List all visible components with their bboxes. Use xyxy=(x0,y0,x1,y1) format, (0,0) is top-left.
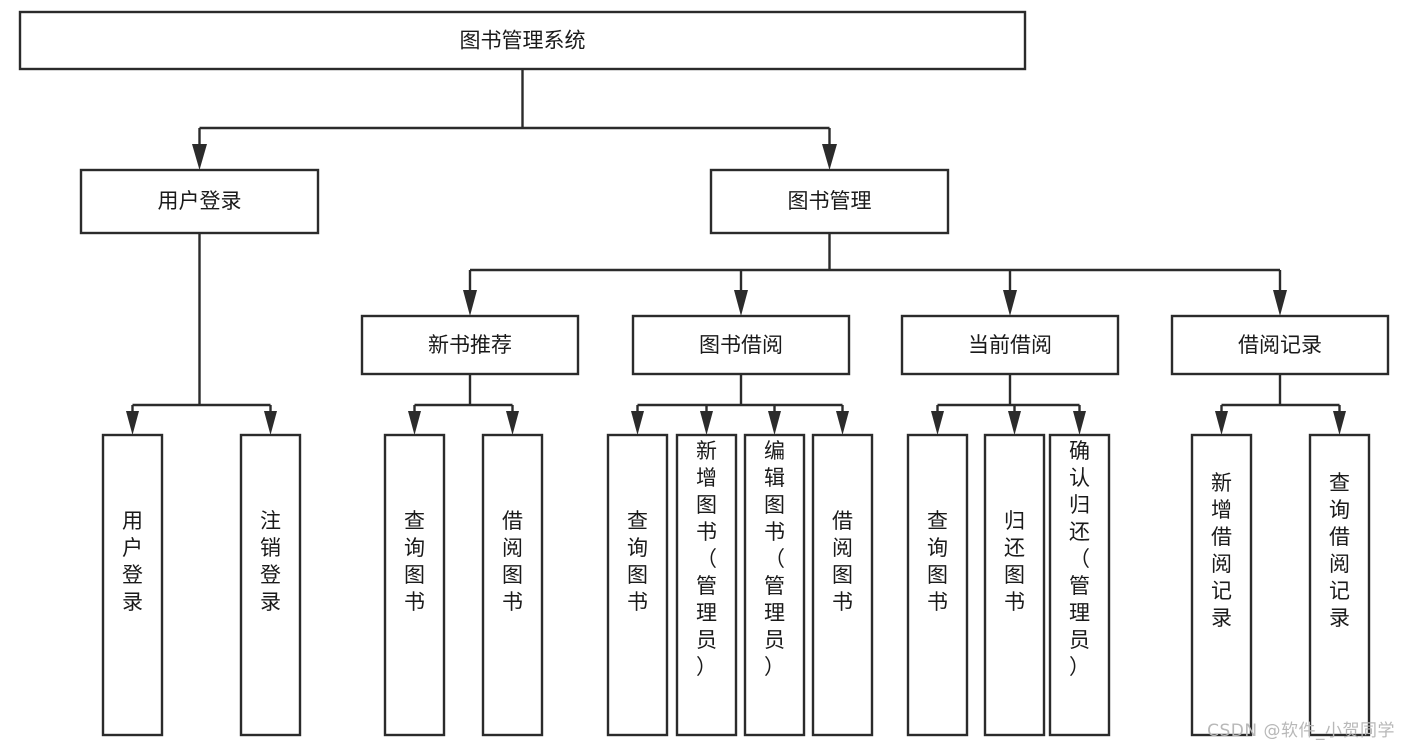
node-leaf-edit-book[interactable]: 编辑图书（管理员） xyxy=(743,433,806,737)
node-leaf-add-book-box[interactable] xyxy=(675,433,738,737)
node-leaf-user-login-box[interactable] xyxy=(101,433,164,737)
arrow-head-leaf-logout xyxy=(264,411,277,435)
node-root-label: 图书管理系统 xyxy=(460,29,586,53)
node-new-book-recommend-box[interactable] xyxy=(360,314,580,376)
node-leaf-user-login[interactable]: 用户登录 xyxy=(101,433,164,737)
node-book-borrow[interactable]: 图书借阅 xyxy=(631,314,851,376)
arrow-head-leaf-edit-book xyxy=(768,411,781,435)
node-leaf-logout-box[interactable] xyxy=(239,433,302,737)
node-leaf-edit-book-label: 编辑图书（管理员） xyxy=(764,439,785,679)
node-new-book-recommend-label: 新书推荐 xyxy=(428,333,512,357)
node-root-box[interactable] xyxy=(18,10,1027,71)
node-leaf-query-book-3[interactable]: 查询图书 xyxy=(906,433,969,737)
node-leaf-return-book-label: 归还图书 xyxy=(1004,509,1025,614)
node-book-manage-box[interactable] xyxy=(709,168,950,235)
arrow-head-book-borrow xyxy=(734,290,748,316)
node-leaf-confirm-return-label: 确认归还（管理员） xyxy=(1069,439,1090,679)
node-leaf-confirm-return-box[interactable] xyxy=(1048,433,1111,737)
node-leaf-borrow-book-1[interactable]: 借阅图书 xyxy=(481,433,544,737)
arrow-head-leaf-borrow-book-1 xyxy=(506,411,519,435)
node-leaf-return-book-box[interactable] xyxy=(983,433,1046,737)
node-leaf-borrow-book-1-label: 借阅图书 xyxy=(502,509,523,614)
node-leaf-query-book-3-label: 查询图书 xyxy=(927,509,948,614)
arrow-head-leaf-add-book xyxy=(700,411,713,435)
node-current-borrow[interactable]: 当前借阅 xyxy=(900,314,1120,376)
node-borrow-record[interactable]: 借阅记录 xyxy=(1170,314,1390,376)
node-leaf-borrow-book-2-label: 借阅图书 xyxy=(832,509,853,614)
node-leaf-logout[interactable]: 注销登录 xyxy=(239,433,302,737)
arrow-head-leaf-borrow-book-2 xyxy=(836,411,849,435)
arrow-head-new-book-recommend xyxy=(463,290,477,316)
node-user-login[interactable]: 用户登录 xyxy=(79,168,320,235)
node-leaf-query-book-1-label: 查询图书 xyxy=(404,509,425,614)
node-leaf-logout-label: 注销登录 xyxy=(260,509,281,614)
node-leaf-add-record-label: 新增借阅记录 xyxy=(1211,471,1232,630)
node-user-login-box[interactable] xyxy=(79,168,320,235)
node-leaf-borrow-book-1-box[interactable] xyxy=(481,433,544,737)
arrow-head-leaf-return-book xyxy=(1008,411,1021,435)
arrow-head-user-login xyxy=(192,144,207,170)
arrow-head-leaf-query-book-2 xyxy=(631,411,644,435)
node-leaf-query-book-3-box[interactable] xyxy=(906,433,969,737)
node-leaf-add-book-label: 新增图书（管理员） xyxy=(696,439,717,679)
node-book-manage[interactable]: 图书管理 xyxy=(709,168,950,235)
node-leaf-confirm-return[interactable]: 确认归还（管理员） xyxy=(1048,433,1111,737)
node-borrow-record-box[interactable] xyxy=(1170,314,1390,376)
node-new-book-recommend[interactable]: 新书推荐 xyxy=(360,314,580,376)
node-user-login-label: 用户登录 xyxy=(158,189,242,213)
node-leaf-query-book-2[interactable]: 查询图书 xyxy=(606,433,669,737)
arrow-head-borrow-record xyxy=(1273,290,1287,316)
arrow-head-leaf-query-record xyxy=(1333,411,1346,435)
node-leaf-query-record[interactable]: 查询借阅记录 xyxy=(1308,433,1371,737)
node-book-borrow-box[interactable] xyxy=(631,314,851,376)
node-leaf-query-book-2-box[interactable] xyxy=(606,433,669,737)
node-root[interactable]: 图书管理系统 xyxy=(18,10,1027,71)
node-current-borrow-box[interactable] xyxy=(900,314,1120,376)
node-book-borrow-label: 图书借阅 xyxy=(699,333,783,357)
node-leaf-query-book-1[interactable]: 查询图书 xyxy=(383,433,446,737)
node-borrow-record-label: 借阅记录 xyxy=(1238,333,1322,357)
arrow-head-leaf-query-book-3 xyxy=(931,411,944,435)
node-leaf-user-login-label: 用户登录 xyxy=(122,509,143,614)
arrow-head-leaf-query-book-1 xyxy=(408,411,421,435)
node-current-borrow-label: 当前借阅 xyxy=(968,333,1052,357)
arrow-head-leaf-add-record xyxy=(1215,411,1228,435)
node-leaf-add-record[interactable]: 新增借阅记录 xyxy=(1190,433,1253,737)
node-leaf-edit-book-box[interactable] xyxy=(743,433,806,737)
node-leaf-add-book[interactable]: 新增图书（管理员） xyxy=(675,433,738,737)
node-book-manage-label: 图书管理 xyxy=(788,189,872,213)
node-leaf-borrow-book-2-box[interactable] xyxy=(811,433,874,737)
connector-layer xyxy=(126,69,1346,435)
node-leaf-add-record-box[interactable] xyxy=(1190,433,1253,737)
node-leaf-query-book-1-box[interactable] xyxy=(383,433,446,737)
node-leaf-return-book[interactable]: 归还图书 xyxy=(983,433,1046,737)
arrow-head-leaf-user-login xyxy=(126,411,139,435)
arrow-head-current-borrow xyxy=(1003,290,1017,316)
node-leaf-borrow-book-2[interactable]: 借阅图书 xyxy=(811,433,874,737)
arrow-head-book-manage xyxy=(822,144,837,170)
node-leaf-query-record-box[interactable] xyxy=(1308,433,1371,737)
node-leaf-query-record-label: 查询借阅记录 xyxy=(1329,471,1350,630)
arrow-head-leaf-confirm-return xyxy=(1073,411,1086,435)
node-leaf-query-book-2-label: 查询图书 xyxy=(627,509,648,614)
